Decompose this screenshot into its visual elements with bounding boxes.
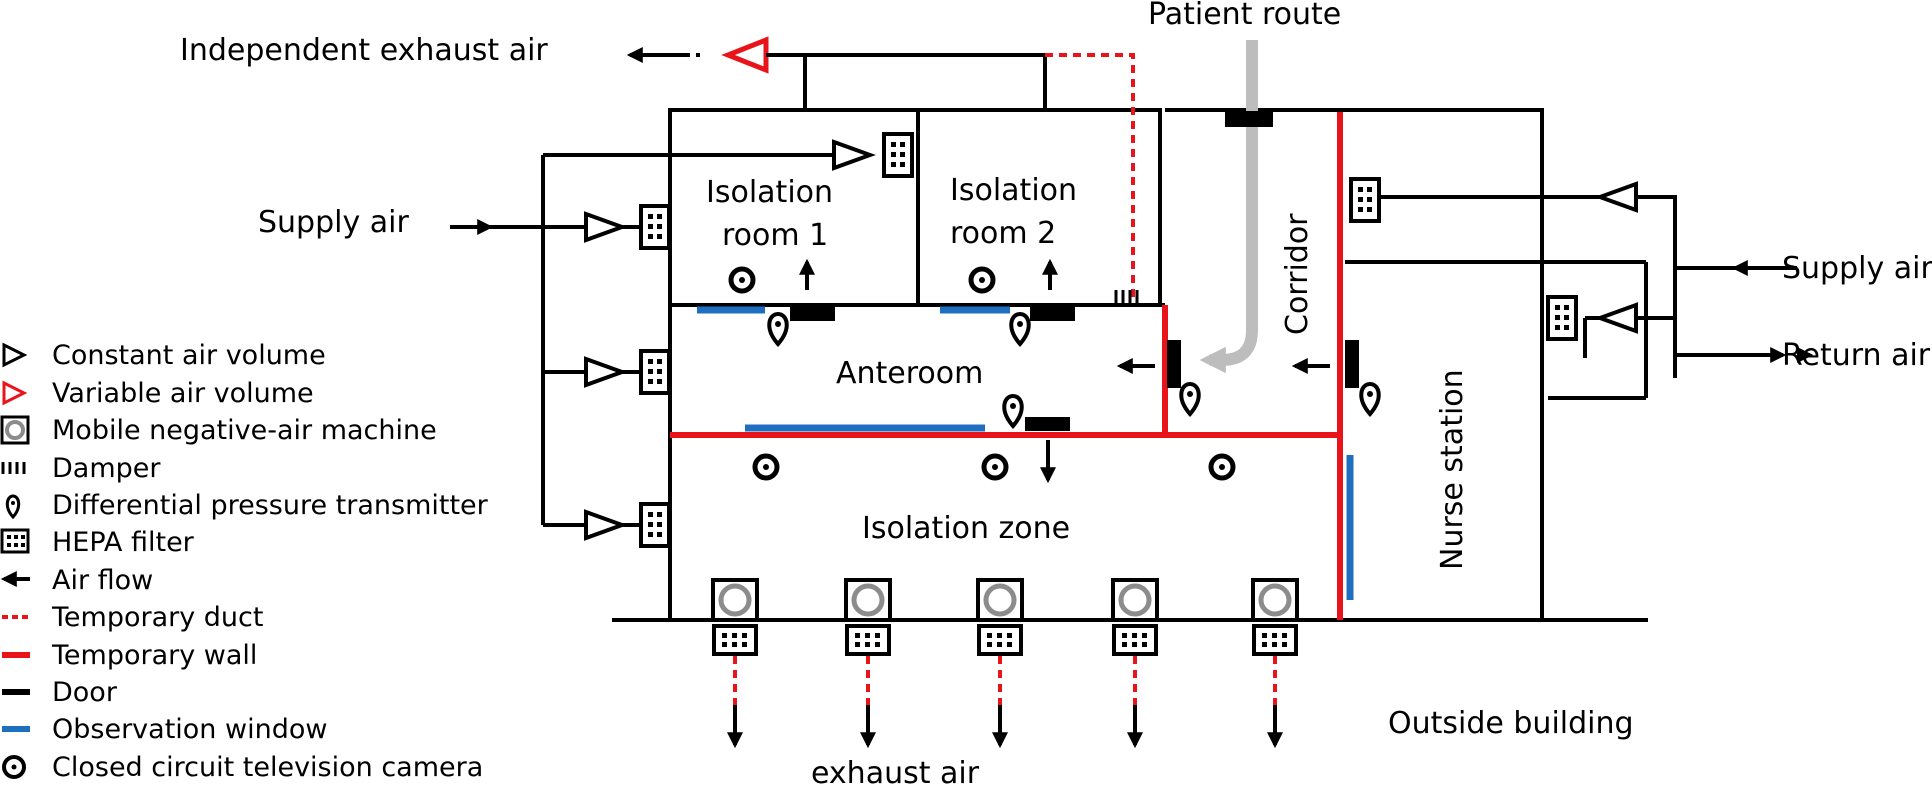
doors <box>790 111 1359 431</box>
corridor-label: Corridor <box>1280 213 1315 335</box>
duct-network <box>490 53 1735 527</box>
legend-label-tempwall: Temporary wall <box>51 640 257 671</box>
isolation-room-1-label-line1: Isolation <box>706 175 833 210</box>
cctv-camera-icon <box>2 755 26 779</box>
anteroom-label: Anteroom <box>836 356 983 391</box>
return-air-label: Return air <box>1782 338 1931 373</box>
damper <box>1114 290 1139 303</box>
legend-label-hepa: HEPA filter <box>52 527 195 558</box>
damper-icon <box>1 462 26 474</box>
independent-exhaust-label: Independent exhaust air <box>180 33 548 68</box>
constant-air-volume-icon <box>2 342 28 368</box>
outside-building-label: Outside building <box>1388 706 1634 741</box>
isolation-zone-label: Isolation zone <box>862 511 1070 546</box>
observation-windows <box>697 306 1354 600</box>
legend-label-window: Observation window <box>52 714 327 745</box>
supply-air-right-label: Supply air <box>1782 251 1932 286</box>
isolation-room-1-label-line2: room 1 <box>722 218 828 253</box>
mobile-negative-air-machine-icon <box>0 415 30 445</box>
variable-air-volume-damper <box>721 36 769 74</box>
supply-air-left-label: Supply air <box>258 205 409 240</box>
legend-label-cctv: Closed circuit television camera <box>52 752 483 783</box>
legend-label-tempduct: Temporary duct <box>51 602 263 633</box>
pressure-transmitter-icon <box>5 494 21 520</box>
nurse-station-label: Nurse station <box>1435 369 1470 570</box>
legend-label-vav: Variable air volume <box>52 378 314 409</box>
patient-route-arrow <box>1199 40 1258 374</box>
isolation-room-2-label-line1: Isolation <box>950 173 1077 208</box>
temporary-walls <box>670 112 1343 620</box>
variable-air-volume-icon <box>2 380 28 406</box>
patient-route-label: Patient route <box>1148 0 1341 32</box>
isolation-room-2-label-line2: room 2 <box>950 216 1056 251</box>
legend: Constant air volume Variable air volume … <box>0 340 489 783</box>
hepa-filter-icon <box>0 528 30 554</box>
legend-label-airflow: Air flow <box>52 565 153 596</box>
legend-label-damper: Damper <box>52 453 161 484</box>
legend-label-cav: Constant air volume <box>52 340 326 371</box>
exhaust-air-label: exhaust air <box>811 756 980 785</box>
temporary-ducts <box>733 53 1277 705</box>
legend-label-mnam: Mobile negative-air machine <box>52 415 437 446</box>
mobile-negative-air-machines <box>713 580 1297 620</box>
legend-label-door: Door <box>52 677 118 708</box>
legend-label-dpt: Differential pressure transmitter <box>52 490 489 521</box>
air-flow-arrows <box>450 47 1814 749</box>
